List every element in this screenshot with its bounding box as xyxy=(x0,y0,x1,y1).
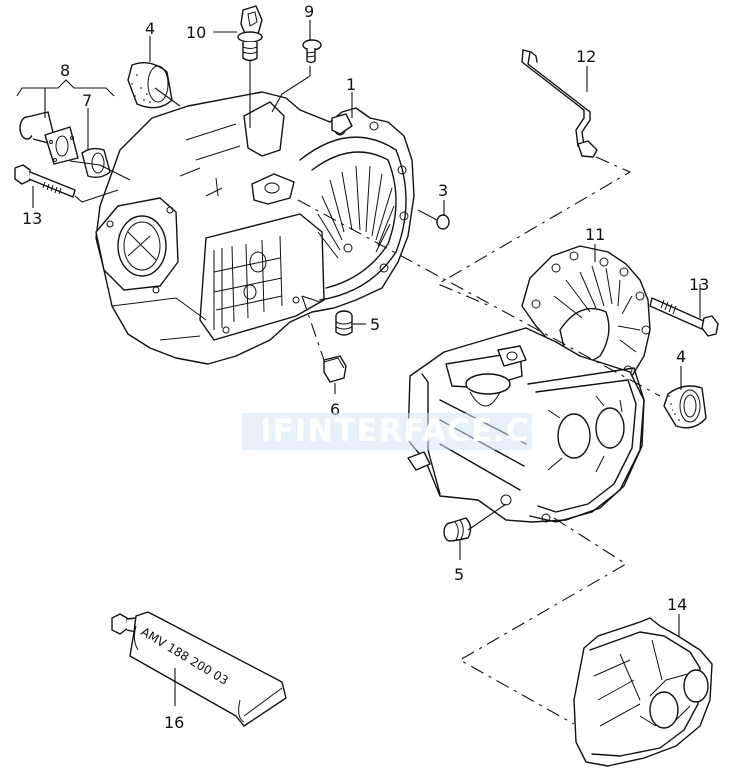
callout-13: 13 xyxy=(689,275,709,294)
part-oil-seal-1[interactable] xyxy=(127,62,173,109)
part-guide-sleeve[interactable] xyxy=(19,111,79,165)
callout-10: 10 xyxy=(186,23,206,42)
callout-3: 3 xyxy=(438,181,448,200)
part-bolt-2[interactable] xyxy=(649,297,719,337)
callout-5: 5 xyxy=(454,565,464,584)
callout-14: 14 xyxy=(667,595,687,614)
callout-12: 12 xyxy=(576,47,596,66)
callout-9: 9 xyxy=(304,2,314,21)
part-sealant-tube[interactable]: AMV 188 200 03 xyxy=(111,611,287,727)
callout-4: 4 xyxy=(676,347,686,366)
part-bolt-1[interactable] xyxy=(14,164,76,198)
part-dowel-sleeve-1[interactable] xyxy=(335,310,353,336)
callout-11: 11 xyxy=(585,225,605,244)
part-bracket[interactable] xyxy=(521,49,598,158)
callout-8: 8 xyxy=(60,61,70,80)
part-plug[interactable] xyxy=(436,214,450,230)
part-rear-cover[interactable] xyxy=(573,617,713,767)
part-oil-seal-2[interactable] xyxy=(663,385,707,429)
part-gearbox-housing[interactable] xyxy=(95,91,415,365)
assembly-lines xyxy=(297,156,661,725)
callout-4: 4 xyxy=(145,19,155,38)
part-magnet[interactable] xyxy=(323,355,347,383)
callout-7: 7 xyxy=(82,91,92,110)
part-dowel-sleeve-2[interactable] xyxy=(443,517,472,542)
part-breather-cap[interactable] xyxy=(237,5,263,62)
callouts: 10 9 4 8 7 13 1 3 5 6 12 11 13 4 5 14 16 xyxy=(22,2,709,732)
callout-16: 16 xyxy=(164,713,184,732)
leader-lines xyxy=(16,20,701,706)
callout-6: 6 xyxy=(330,400,340,419)
part-screw[interactable] xyxy=(302,39,322,64)
callout-13: 13 xyxy=(22,209,42,228)
callout-5: 5 xyxy=(370,315,380,334)
part-seal-ring[interactable] xyxy=(81,147,111,179)
watermark: IFINTERFACE.COM xyxy=(242,413,532,450)
callout-1: 1 xyxy=(346,75,356,94)
